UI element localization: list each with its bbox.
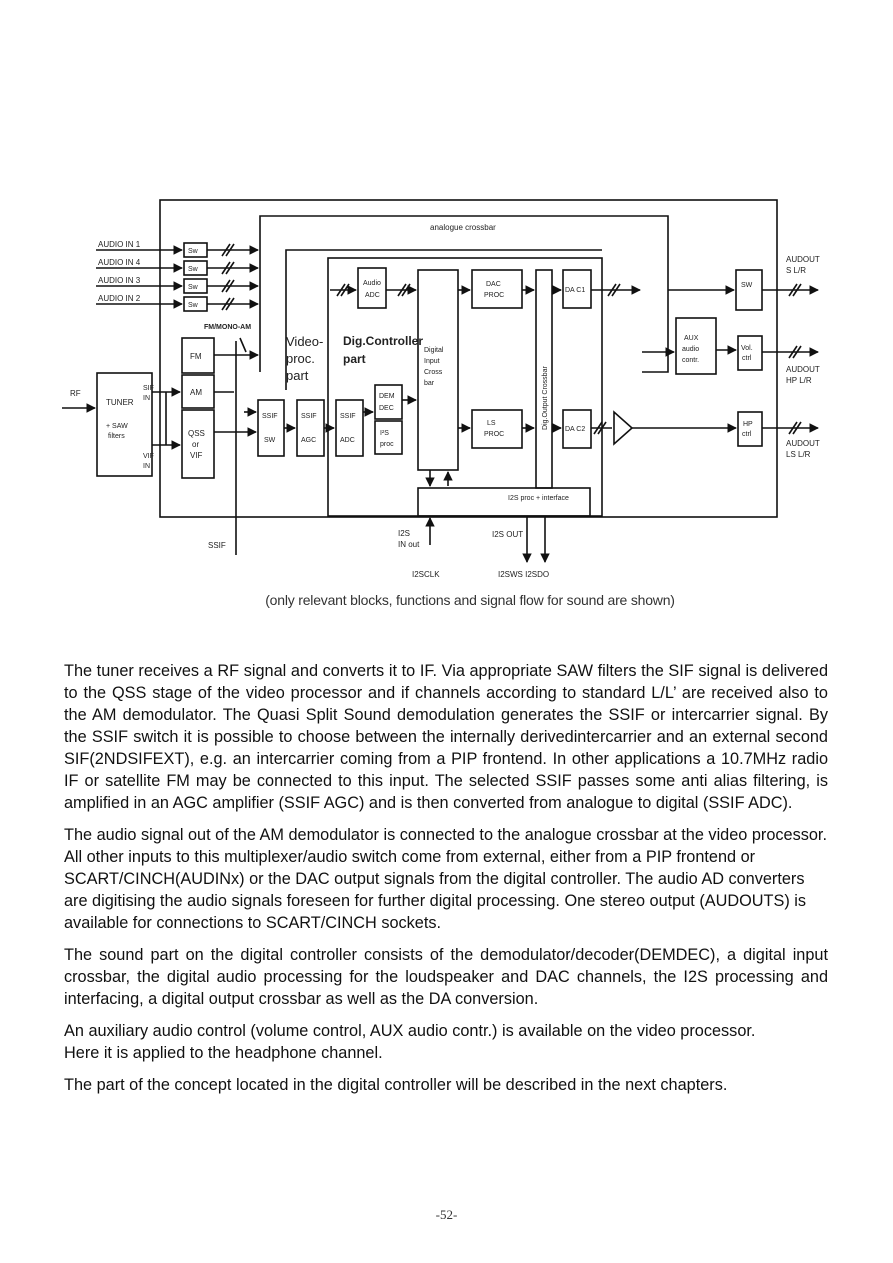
i2s-proc-label-2: proc bbox=[380, 441, 394, 448]
page-number: -52- bbox=[435, 1207, 458, 1222]
dig-controller-label-1: Dig.Controller bbox=[343, 334, 423, 348]
ssif-adc-label-1: SSIF bbox=[340, 413, 356, 420]
hp-label-2: ctrl bbox=[742, 431, 752, 438]
dac-proc-label-2: PROC bbox=[484, 292, 504, 299]
dac-proc-label-1: DAC bbox=[486, 281, 501, 288]
ls-proc-label-1: LS bbox=[487, 420, 496, 427]
dig-controller-label-2: part bbox=[343, 352, 366, 366]
digital-input-label-3: Cross bbox=[424, 369, 443, 376]
qss-label-1: QSS bbox=[188, 429, 205, 438]
audout-s-label-1: AUDOUT bbox=[786, 255, 820, 264]
i2s-interface-label: I2S proc + interface bbox=[508, 495, 569, 502]
audout-hp-label-2: HP L/R bbox=[786, 376, 812, 385]
diagram-frame bbox=[159, 199, 778, 518]
demdec-label-2: DEC bbox=[379, 405, 394, 412]
tuner-label: TUNER bbox=[106, 398, 134, 407]
ssif-bottom-label: SSIF bbox=[208, 541, 226, 550]
sif-in-label-1: SIF bbox=[143, 385, 154, 392]
fm-mono-am-label: FM/MONO-AM bbox=[204, 324, 251, 331]
dig-output-crossbar-label: Dig.Output Crossbar bbox=[542, 366, 549, 430]
ssif-sw-label-1: SSIF bbox=[262, 413, 278, 420]
paragraph-4a: An auxiliary audio control (volume contr… bbox=[64, 1022, 756, 1040]
am-block-label: AM bbox=[190, 388, 202, 397]
saw-label-2: filters bbox=[108, 433, 125, 440]
vol-label-2: ctrl bbox=[742, 355, 752, 362]
audout-hp-label-1: AUDOUT bbox=[786, 365, 820, 374]
ls-proc-label-2: PROC bbox=[484, 431, 504, 438]
aux-label-3: contr. bbox=[682, 357, 699, 364]
sound-block-diagram: analogue crossbar AUDIO IN 1 AUDIO IN 4 … bbox=[62, 199, 820, 579]
audio-in-3-label: AUDIO IN 3 bbox=[98, 276, 141, 285]
video-proc-label-1: Video- bbox=[286, 334, 323, 349]
paragraph-4b: Here it is applied to the headphone chan… bbox=[64, 1044, 383, 1062]
paragraph-1: The tuner receives a RF signal and conve… bbox=[64, 662, 828, 812]
ssif-adc-label-2: ADC bbox=[340, 437, 355, 444]
sif-in-label-2: IN bbox=[143, 395, 150, 402]
vif-in-label-2: IN bbox=[143, 463, 150, 470]
vol-label-1: Vol. bbox=[741, 345, 753, 352]
sw-box-1-label: Sw bbox=[188, 248, 199, 255]
rf-label: RF bbox=[70, 389, 81, 398]
body-text: The tuner receives a RF signal and conve… bbox=[64, 660, 828, 1106]
audio-adc-label-2: ADC bbox=[365, 292, 380, 299]
qss-label-3: VIF bbox=[190, 451, 203, 460]
ssif-sw-label-2: SW bbox=[264, 437, 276, 444]
digital-input-label-2: Input bbox=[424, 358, 440, 365]
da-c2-label: DA C2 bbox=[565, 426, 585, 433]
sw-box-3-label: Sw bbox=[188, 284, 199, 291]
digital-input-label-4: bar bbox=[424, 380, 435, 387]
sw-box-out-label: SW bbox=[741, 282, 753, 289]
vif-in-label-1: VIF bbox=[143, 453, 154, 460]
saw-label-1: + SAW bbox=[106, 423, 128, 430]
video-proc-label-2: proc. bbox=[286, 351, 315, 366]
sw-box-4-label: Sw bbox=[188, 302, 199, 309]
i2s-proc-label-1: I²S bbox=[380, 430, 389, 437]
hp-label-1: HP bbox=[743, 421, 753, 428]
qss-label-2: or bbox=[192, 440, 199, 449]
audout-ls-label-2: LS L/R bbox=[786, 450, 811, 459]
demdec-label-1: DEM bbox=[379, 393, 395, 400]
analogue-crossbar-label: analogue crossbar bbox=[430, 223, 496, 232]
audio-adc-label-1: Audio bbox=[363, 280, 381, 287]
i2s-in-label-2: IN out bbox=[398, 540, 420, 549]
paragraph-2: The audio signal out of the AM demodulat… bbox=[64, 826, 827, 932]
audio-in-2-label: AUDIO IN 2 bbox=[98, 294, 141, 303]
audout-s-label-2: S L/R bbox=[786, 266, 806, 275]
i2s-clk-label: I2SCLK bbox=[412, 570, 440, 579]
aux-label-2: audio bbox=[682, 346, 699, 353]
ssif-agc-label-1: SSIF bbox=[301, 413, 317, 420]
aux-label-1: AUX bbox=[684, 335, 699, 342]
fm-block-label: FM bbox=[190, 352, 202, 361]
paragraph-5: The part of the concept located in the d… bbox=[64, 1076, 728, 1094]
i2s-in-label-1: I2S bbox=[398, 529, 410, 538]
digital-input-label-1: Digital bbox=[424, 347, 444, 354]
figure-caption: (only relevant blocks, functions and sig… bbox=[265, 592, 675, 608]
ssif-agc-label-2: AGC bbox=[301, 437, 316, 444]
video-proc-label-3: part bbox=[286, 368, 309, 383]
i2s-ws-do-label: I2SWS I2SDO bbox=[498, 570, 549, 579]
audout-ls-label-1: AUDOUT bbox=[786, 439, 820, 448]
da-c1-label: DA C1 bbox=[565, 287, 585, 294]
i2s-out-label: I2S OUT bbox=[492, 530, 523, 539]
paragraph-3: The sound part on the digital controller… bbox=[64, 946, 828, 1008]
sw-box-2-label: Sw bbox=[188, 266, 199, 273]
audio-in-1-label: AUDIO IN 1 bbox=[98, 240, 141, 249]
audio-in-4-label: AUDIO IN 4 bbox=[98, 258, 141, 267]
